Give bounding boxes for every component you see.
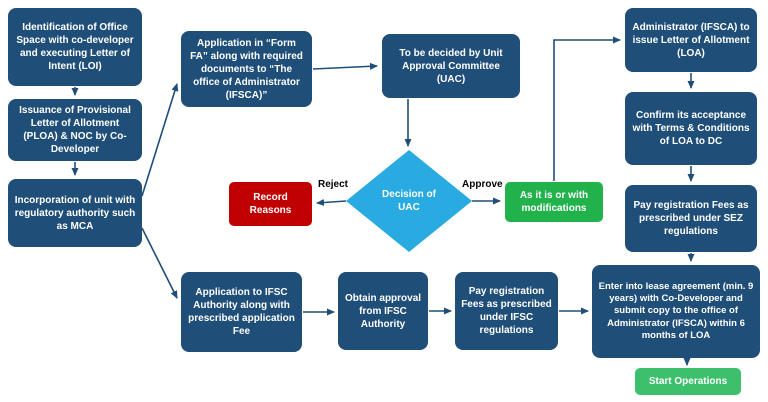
node-lease-agreement: Enter into lease agreement (min. 9 years… [592, 265, 760, 358]
node-application-ifsc: Application to IFSC Authority along with… [181, 272, 302, 352]
node-record-reasons: Record Reasons [229, 182, 312, 226]
node-obtain-approval: Obtain approval from IFSC Authority [338, 272, 428, 350]
edge-label-reject: Reject [318, 179, 349, 190]
node-start-operations: Start Operations [635, 368, 741, 395]
decision-uac-label: Decision of UAC [382, 188, 436, 214]
node-pay-sez-fees: Pay registration Fees as prescribed unde… [625, 185, 757, 252]
node-confirm-acceptance: Confirm its acceptance with Terms & Cond… [625, 92, 757, 165]
node-uac-committee: To be decided by Unit Approval Committee… [382, 34, 520, 98]
node-incorporation-mca: Incorporation of unit with regulatory au… [8, 179, 142, 247]
decision-uac-diamond: Decision of UAC [346, 150, 472, 252]
node-application-form-fa: Application in “Form FA” along with requ… [181, 31, 312, 107]
node-administrator-loa: Administrator (IFSCA) to issue Letter of… [625, 8, 757, 72]
node-identification-loi: Identification of Office Space with co-d… [8, 8, 142, 86]
node-approve-modifications: As it is or with modifications [505, 182, 603, 222]
node-pay-ifsc-fees: Pay registration Fees as prescribed unde… [455, 272, 558, 350]
node-ploa-noc: Issuance of Provisional Letter of Allotm… [8, 99, 142, 161]
edge-label-approve: Approve [462, 179, 503, 190]
